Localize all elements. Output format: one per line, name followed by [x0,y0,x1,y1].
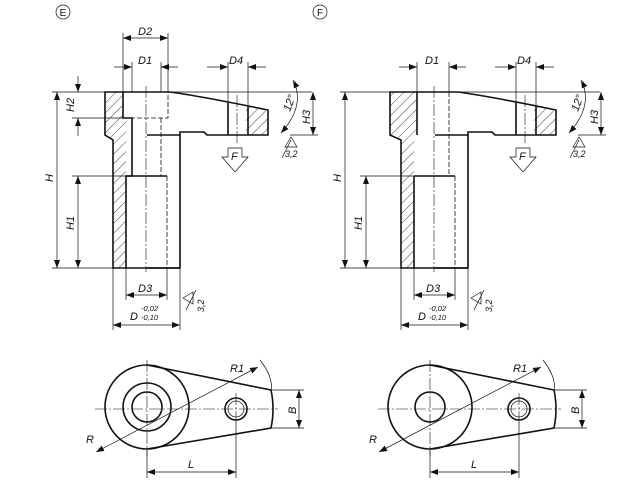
r1-arc [542,359,555,393]
label-d: D [418,311,426,323]
dim-r-r1 [95,366,259,453]
label-d: D [130,311,138,323]
label-r1: R1 [230,363,244,375]
extension-lines-bottom [112,268,181,330]
roughness-value: 3,2 [196,299,206,312]
label-angle: 12° [282,93,299,113]
roughness-value: 3,2 [484,299,494,312]
label-d1: D1 [138,55,152,67]
bore-edges [126,134,180,269]
label-h3: H3 [301,109,313,124]
view-f-section: F H H1 H3 D1 D4 D3 D -0,02 -0,10 3,2 3,2… [312,4,606,330]
extension-lines [340,91,606,269]
extension-lines-top [416,62,537,107]
label-d4: D4 [229,55,243,67]
label-r: R [369,434,377,446]
centerline [145,86,238,272]
extension-lines-top [122,33,249,107]
label-h2: H2 [65,98,77,112]
hatched-wall [390,92,417,268]
label-d3: D3 [138,283,153,295]
label-b: B [570,407,582,414]
bore-outline [413,92,468,269]
hatched-flange [534,105,556,135]
label-b: B [287,407,299,414]
roughness-value: 3,2 [285,149,298,159]
hatched-wall [105,92,126,268]
hidden-lines [123,92,169,268]
force-arrow-icon [509,147,537,173]
plan-view-f: R R1 B L [369,359,587,478]
roughness-symbol [569,136,586,159]
bore-outline [122,92,133,268]
label-d2: D2 [138,26,152,38]
extension-lines [429,389,587,478]
force-arrow-icon [221,147,249,173]
label-h1: H1 [65,216,77,230]
dim-angle [568,79,588,134]
label-l: L [188,459,194,471]
extension-lines [146,389,304,478]
hidden-lines [448,92,456,268]
extension-lines [52,91,318,269]
view-f-marker [312,4,328,20]
label-r1: R1 [513,363,527,375]
tolerance-upper: -0,02 [429,304,447,313]
view-e-marker [55,4,71,20]
roughness-symbol [470,289,485,311]
centerline [433,86,526,272]
hatched-flange [246,105,268,135]
label-d3: D3 [426,283,441,295]
view-f-label: F [317,8,323,19]
lever-outline [146,364,274,450]
dim-r-r1 [378,366,542,453]
label-d4: D4 [517,55,531,67]
view-e-section: E H H1 H2 H3 D2 D1 D4 D3 D -0, [44,4,318,330]
tolerance-lower: -0,10 [429,313,447,322]
plan-view-e: R R1 B L [86,359,304,478]
label-h: H [44,174,56,182]
dim-angle [280,79,300,134]
lever-outline [429,364,557,450]
extension-lines-bottom [400,268,469,330]
label-angle: 12° [570,93,587,113]
r1-arc [259,359,272,393]
roughness-symbol [182,289,197,311]
tolerance-lower: -0,10 [141,313,159,322]
view-e-label: E [60,8,67,19]
label-force: F [231,151,239,163]
label-l: L [471,459,477,471]
label-force: F [519,151,527,163]
label-h1: H1 [353,216,365,230]
label-d1: D1 [425,55,439,67]
roughness-value: 3,2 [573,149,586,159]
label-r: R [86,434,94,446]
tolerance-upper: -0,02 [141,304,159,313]
label-h3: H3 [589,109,601,124]
d4-hole [515,103,537,135]
label-h: H [332,174,344,182]
roughness-symbol [281,136,298,159]
d4-hole [227,103,249,135]
